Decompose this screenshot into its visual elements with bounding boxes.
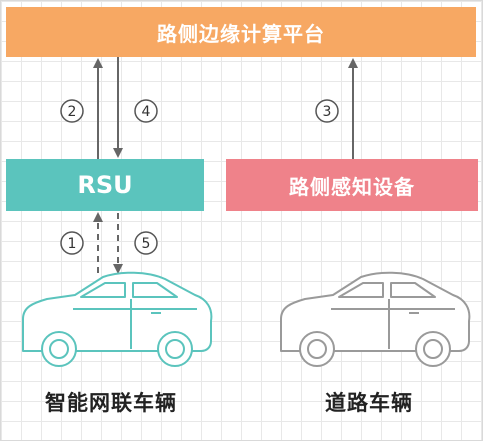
rsu-label: RSU — [77, 171, 133, 199]
road-car-icon — [280, 271, 471, 367]
step-number-1: 1 — [68, 236, 77, 252]
step-marker-2: 2 — [60, 99, 84, 123]
edge-computing-platform-label: 路侧边缘计算平台 — [157, 21, 325, 46]
step-marker-1: 1 — [60, 231, 84, 255]
rsu-box: RSU — [6, 159, 204, 211]
step-number-5: 5 — [142, 236, 151, 252]
step-marker-3: 3 — [315, 99, 339, 123]
roadside-sensor-label: 路侧感知设备 — [289, 174, 415, 199]
step-marker-4: 4 — [134, 99, 158, 123]
road-vehicle-label: 道路车辆 — [325, 391, 413, 415]
smart-car-icon — [22, 271, 213, 367]
edge-computing-platform-box: 路侧边缘计算平台 — [6, 7, 476, 57]
step-marker-5: 5 — [134, 231, 158, 255]
step-number-4: 4 — [142, 104, 151, 120]
smart-vehicle-label: 智能网联车辆 — [45, 391, 177, 415]
roadside-sensor-box: 路侧感知设备 — [226, 159, 478, 211]
step-number-3: 3 — [323, 104, 332, 120]
step-number-2: 2 — [68, 104, 77, 120]
